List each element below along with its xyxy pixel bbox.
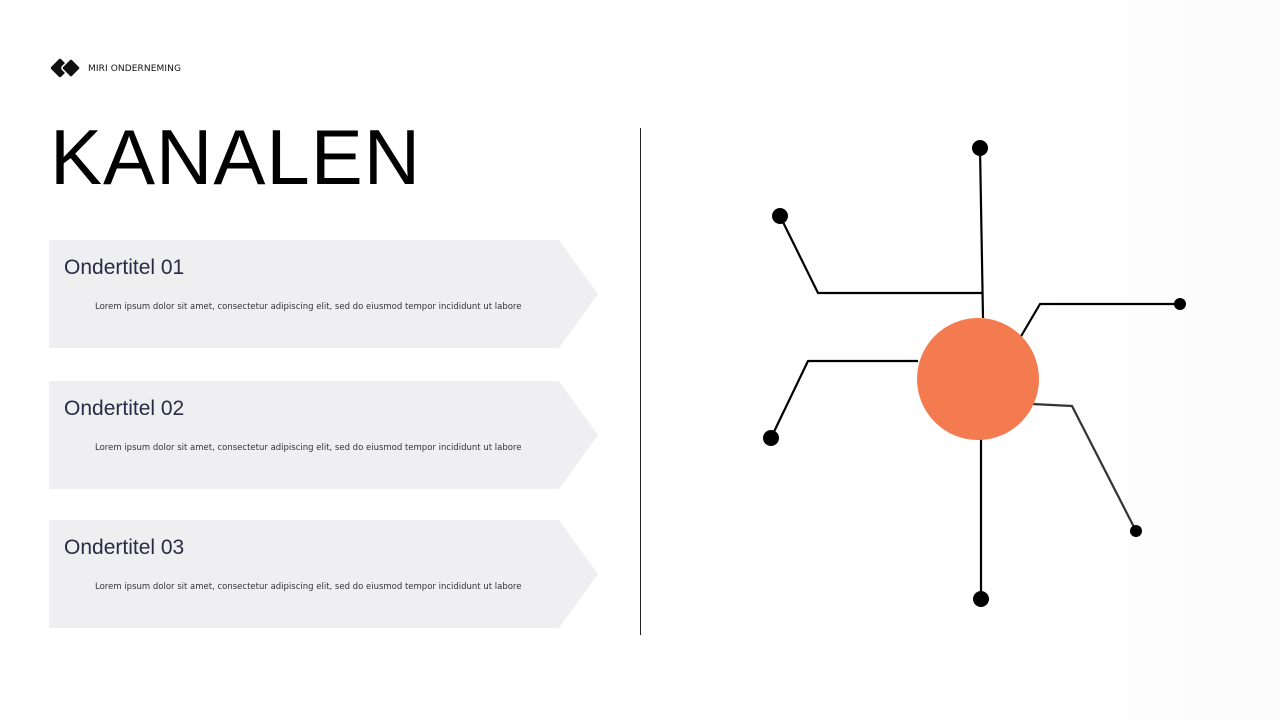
endpoint-right: [1174, 298, 1186, 310]
card-text: Lorem ipsum dolor sit amet, consectetur …: [95, 302, 522, 312]
card-arrow-shape: [49, 240, 598, 348]
card-text: Lorem ipsum dolor sit amet, consectetur …: [95, 443, 522, 453]
connector-top-left: [779, 215, 983, 295]
brand: MIRI ONDERNEMING: [50, 56, 181, 82]
connector-left: [770, 359, 918, 439]
channel-card-1: Ondertitel 01 Lorem ipsum dolor sit amet…: [49, 240, 599, 348]
brand-name: MIRI ONDERNEMING: [88, 64, 182, 74]
endpoint-bottom: [973, 591, 989, 607]
card-text: Lorem ipsum dolor sit amet, consectetur …: [95, 582, 522, 592]
channel-card-2: Ondertitel 02 Lorem ipsum dolor sit amet…: [49, 381, 599, 489]
connector-bottom-right: [1031, 402, 1137, 532]
card-arrow-shape: [49, 520, 598, 628]
page-title: KANALEN: [50, 113, 422, 201]
endpoint-top-left: [772, 208, 788, 224]
vertical-divider: [640, 128, 641, 635]
card-arrow-shape: [49, 381, 598, 489]
card-title: Ondertitel 01: [64, 256, 185, 279]
endpoint-bottom-right: [1130, 525, 1142, 537]
hub-circle: [917, 318, 1039, 440]
card-title: Ondertitel 02: [64, 397, 185, 420]
network-connectors: [770, 147, 1180, 599]
network-endpoints: [763, 140, 1186, 607]
channel-network-diagram: [763, 140, 1186, 607]
brand-logo-icon: [50, 58, 81, 78]
endpoint-top: [972, 140, 988, 156]
connector-right: [1019, 302, 1180, 339]
card-title: Ondertitel 03: [64, 536, 185, 559]
channel-card-3: Ondertitel 03 Lorem ipsum dolor sit amet…: [49, 520, 599, 628]
endpoint-left: [763, 430, 779, 446]
connector-top: [978, 147, 985, 319]
